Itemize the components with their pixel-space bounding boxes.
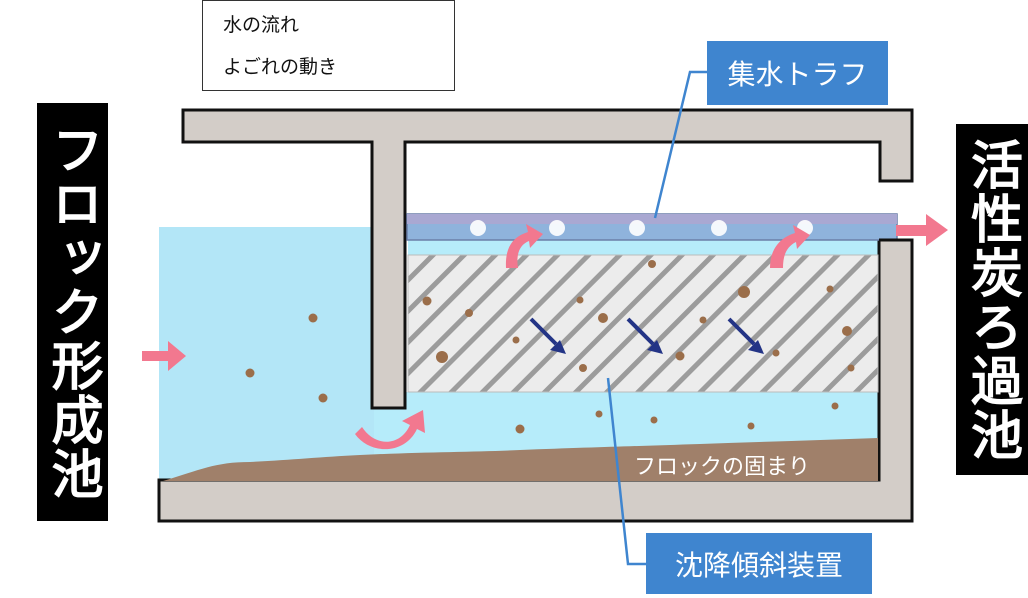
floc-particle: [675, 351, 685, 361]
floc-particle: [650, 416, 658, 424]
outflow-arrow: [896, 214, 948, 246]
floc-particle: [576, 296, 584, 304]
floc-particle: [831, 402, 839, 410]
dirt-arrows: [529, 317, 764, 354]
dirt-arrow: [626, 317, 663, 354]
flocculation-basin-label: フロック形成池: [37, 103, 108, 521]
dirt-arrow: [529, 317, 566, 354]
activated-carbon-filter-label: 活性炭ろ過池: [956, 124, 1028, 475]
floc-particle: [579, 364, 587, 372]
floc-particle: [847, 364, 855, 372]
legend-dirt-movement-label: よごれの動き: [223, 56, 338, 78]
inclined-plates: [408, 255, 878, 392]
floc-particle: [747, 422, 755, 430]
floc-particle: [826, 285, 834, 293]
floc-particle: [699, 316, 707, 324]
collecting-trough-callout: 集水トラフ: [707, 41, 888, 105]
upflow-arrow: [505, 224, 543, 268]
sludge-label: フロックの固まり: [634, 455, 811, 480]
floc-particle: [465, 309, 473, 317]
sludge-layer: [163, 438, 878, 481]
floc-particle: [512, 336, 520, 344]
floc-particle: [245, 368, 255, 378]
plates-border: [407, 254, 879, 393]
plates-leader-line: [606, 377, 646, 566]
trough-bubble: [470, 220, 486, 236]
floc-particle: [738, 286, 750, 298]
floc-particle: [436, 351, 448, 363]
floc-particle: [308, 313, 318, 323]
trough-bubble: [629, 220, 645, 236]
floc-particle: [318, 393, 328, 403]
left-basin-water: [159, 227, 374, 482]
legend-water-flow-label: 水の流れ: [223, 14, 300, 36]
floc-particle: [648, 260, 656, 268]
floc-particles: [245, 260, 855, 434]
trough-bubble: [549, 220, 565, 236]
plate-settler-callout: 沈降傾斜装置: [646, 533, 872, 594]
floc-particle: [842, 326, 852, 336]
floc-particle: [772, 349, 780, 357]
tank-wall: [181, 108, 914, 410]
trough-leader-line: [653, 70, 707, 219]
trough-bubble: [711, 220, 727, 236]
underflow-arrow: [355, 410, 425, 450]
dirt-arrow: [727, 317, 764, 354]
upflow-arrow: [770, 225, 810, 268]
floc-particle: [595, 410, 603, 418]
inflow-arrow: [142, 341, 186, 371]
trough-top-band: [407, 214, 897, 224]
legend-box: 水の流れ よごれの動き: [202, 0, 455, 91]
floc-particle: [422, 296, 432, 306]
floc-particle: [598, 313, 608, 323]
floc-particle: [515, 424, 525, 434]
